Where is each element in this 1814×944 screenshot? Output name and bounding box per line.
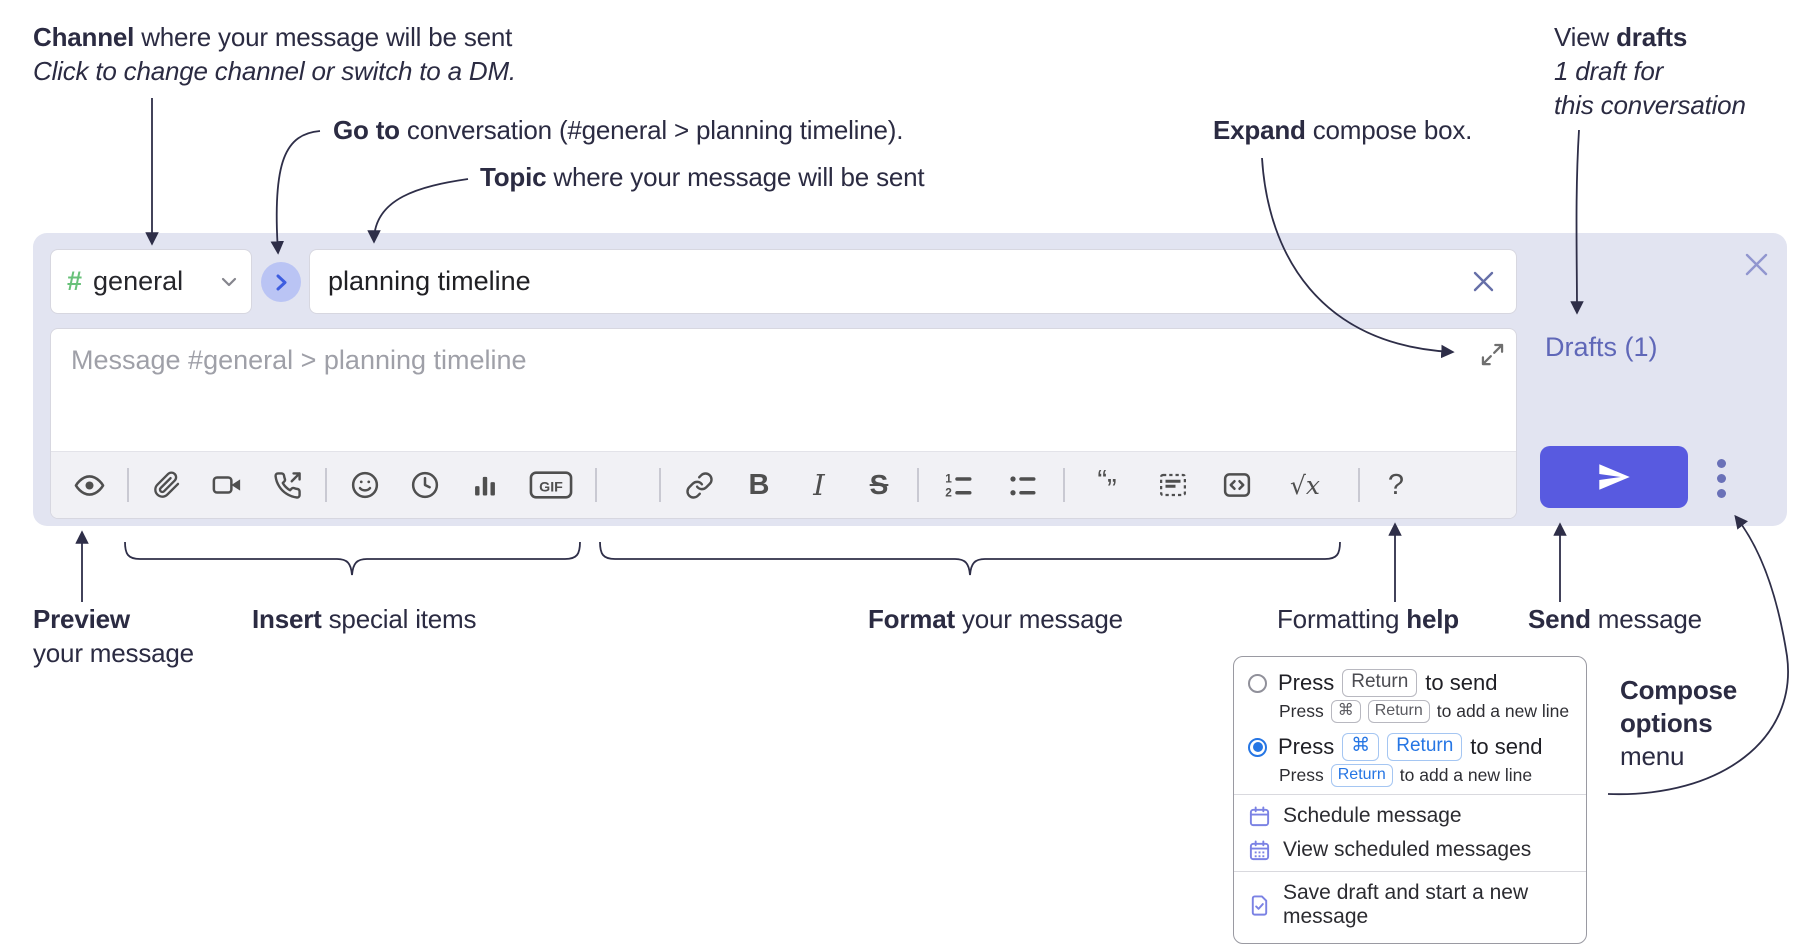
toolbar-divider: [917, 468, 919, 502]
preview-eye-icon[interactable]: [67, 463, 111, 507]
menu-item-save-draft[interactable]: Save draft and start a new message: [1234, 876, 1586, 934]
gif-icon[interactable]: GIF: [523, 463, 579, 507]
ellipsis-dot: [1716, 488, 1726, 498]
message-input-box: GIF B I S 1 2: [50, 328, 1517, 519]
svg-text:GIF: GIF: [539, 479, 563, 495]
emoji-smiley-icon[interactable]: [343, 463, 387, 507]
note-preview: Preview your message: [33, 604, 194, 668]
brace-insert: [124, 541, 581, 576]
calendar-grid-icon: [1248, 839, 1271, 862]
chevron-down-icon: [221, 277, 237, 287]
attach-paperclip-icon[interactable]: [145, 463, 189, 507]
formatting-help-icon[interactable]: ?: [1376, 463, 1416, 507]
radio-unselected-icon[interactable]: [1248, 673, 1267, 693]
link-icon[interactable]: [677, 463, 721, 507]
connector-topic: [367, 178, 469, 244]
numbered-list-icon[interactable]: 1 2: [935, 463, 983, 507]
note-formatting-help: Formatting help: [1277, 604, 1459, 634]
poll-chart-icon[interactable]: [463, 463, 507, 507]
ellipsis-dot: [1716, 458, 1726, 468]
svg-text:1: 1: [945, 472, 952, 486]
note-expand: Expand compose box.: [1213, 115, 1473, 145]
svg-text:2: 2: [945, 485, 952, 499]
bulleted-list-icon[interactable]: [999, 463, 1047, 507]
clear-topic-icon[interactable]: [1466, 265, 1500, 299]
video-call-icon[interactable]: [205, 463, 249, 507]
voice-call-icon[interactable]: [265, 463, 309, 507]
bold-icon[interactable]: B: [737, 463, 781, 507]
toolbar-divider: [659, 468, 661, 502]
menu-divider: [1234, 871, 1586, 872]
radio-selected-icon[interactable]: [1248, 737, 1267, 757]
send-button[interactable]: [1540, 446, 1688, 508]
menu-item-schedule-message[interactable]: Schedule message: [1234, 799, 1586, 833]
toolbar-divider: [1063, 468, 1065, 502]
draft-check-icon: [1248, 894, 1271, 917]
compose-options-icon[interactable]: [1699, 452, 1743, 504]
topic-input-box: [309, 249, 1517, 314]
ellipsis-dot: [1716, 473, 1726, 483]
toolbar-divider: [325, 468, 327, 502]
channel-hash-icon: #: [67, 266, 83, 296]
note-send: Send message: [1528, 604, 1702, 634]
toolbar-divider: [127, 468, 129, 502]
spoiler-icon[interactable]: [1149, 463, 1197, 507]
italic-icon[interactable]: I: [797, 463, 841, 507]
note-view-drafts: View drafts 1 draft for this conversatio…: [1554, 22, 1746, 120]
chevron-right-icon: [275, 274, 288, 291]
menu-item-view-scheduled[interactable]: View scheduled messages: [1234, 833, 1586, 867]
topic-input[interactable]: [328, 266, 1466, 297]
drafts-link[interactable]: Drafts (1): [1545, 332, 1658, 362]
time-clock-icon[interactable]: [403, 463, 447, 507]
note-insert: Insert special items: [252, 604, 477, 634]
code-icon[interactable]: [1213, 463, 1261, 507]
message-input[interactable]: [51, 329, 1516, 452]
expand-compose-icon[interactable]: [1477, 339, 1507, 369]
math-icon[interactable]: √x: [1277, 463, 1333, 507]
note-channel: Channel where your message will be sent …: [33, 22, 516, 86]
calendar-icon: [1248, 805, 1271, 828]
channel-name: general: [93, 266, 184, 296]
menu-divider: [1234, 794, 1586, 795]
note-format: Format your message: [868, 604, 1123, 634]
note-topic: Topic where your message will be sent: [480, 162, 925, 192]
compose-toolbar: GIF B I S 1 2: [51, 451, 1516, 518]
channel-selector[interactable]: # general: [50, 249, 252, 314]
brace-format: [599, 541, 1341, 576]
note-compose-options: Compose options menu: [1620, 675, 1738, 771]
note-goto: Go to conversation (#general > planning …: [333, 115, 904, 145]
compose-box: # general: [33, 233, 1787, 526]
toolbar-divider: [1358, 468, 1360, 502]
go-to-conversation-button[interactable]: [261, 262, 301, 302]
toolbar-divider: [595, 468, 597, 502]
strikethrough-icon[interactable]: S: [857, 463, 901, 507]
close-compose-icon[interactable]: [1733, 241, 1779, 287]
send-plane-icon: [1596, 459, 1632, 495]
quote-icon[interactable]: “”: [1081, 463, 1133, 507]
